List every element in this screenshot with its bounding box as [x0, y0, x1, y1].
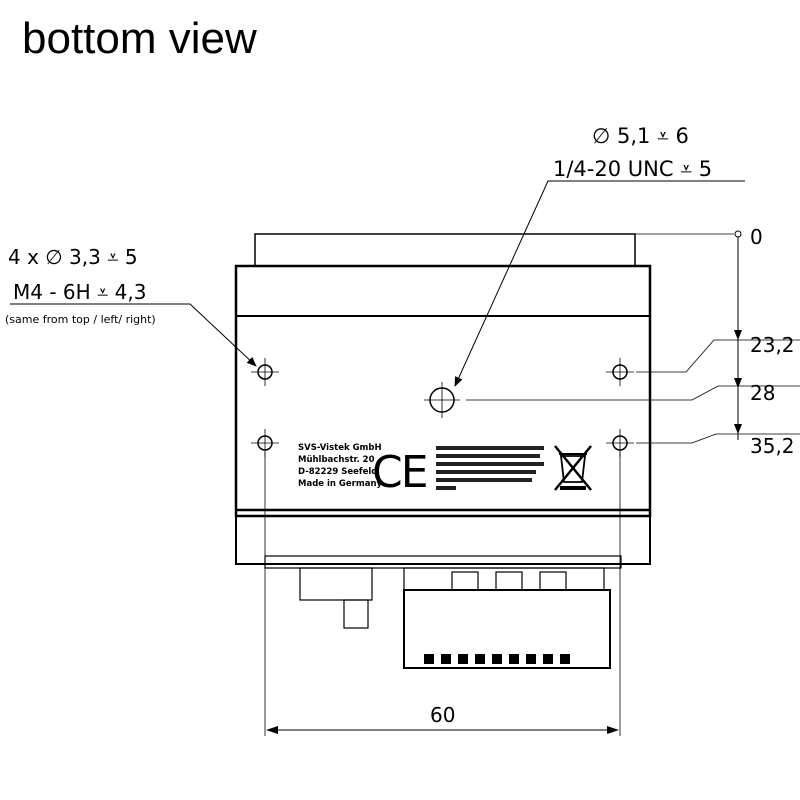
- dim-zero: 0: [750, 225, 763, 249]
- connector-pin: [475, 654, 485, 664]
- connector-pin: [492, 654, 502, 664]
- connector-pin: [441, 654, 451, 664]
- corner-holes-diameter: 4 x ∅ 3,3 ⩡ 5: [8, 245, 138, 269]
- connector-pin: [526, 654, 536, 664]
- page-title: bottom view: [22, 14, 257, 63]
- connector-pin: [560, 654, 570, 664]
- connector-pin: [509, 654, 519, 664]
- connector-pin: [543, 654, 553, 664]
- connector-pins: [424, 654, 570, 664]
- width-dimension: [264, 452, 621, 736]
- dim-23-2: 23,2: [750, 333, 795, 357]
- leader-lines: [10, 180, 745, 387]
- mounting-hole-top-right: [606, 358, 634, 386]
- label-line-3: D-82229 Seefeld: [298, 467, 377, 477]
- mounting-hole-top-left: [251, 358, 279, 386]
- dim-28: 28: [750, 381, 775, 405]
- weee-bin-icon: [554, 445, 592, 491]
- connector-pin: [424, 654, 434, 664]
- connector-pin: [458, 654, 468, 664]
- compliance-text-block: [436, 446, 544, 490]
- ce-mark: CE: [372, 447, 427, 498]
- label-line-4: Made in Germany: [298, 479, 383, 489]
- label-line-1: SVS-Vistek GmbH: [298, 443, 382, 453]
- corner-holes-note: (same from top / left/ right): [5, 313, 156, 326]
- connector-panel: [264, 555, 622, 669]
- corner-holes-thread: M4 - 6H ⩡ 4,3: [13, 280, 146, 304]
- camera-body: [234, 233, 652, 565]
- product-label: SVS-Vistek GmbH Mühlbachstr. 20 D-82229 …: [298, 443, 592, 498]
- tripod-hole: [424, 382, 460, 418]
- dim-35-2: 35,2: [750, 434, 795, 458]
- label-line-2: Mühlbachstr. 20: [298, 455, 375, 465]
- dim-width-60: 60: [430, 703, 455, 727]
- center-hole-diameter: ∅ 5,1 ⩡ 6: [592, 124, 689, 148]
- center-hole-thread: 1/4-20 UNC ⩡ 5: [553, 157, 712, 181]
- vertical-dimension-chain: [466, 230, 800, 444]
